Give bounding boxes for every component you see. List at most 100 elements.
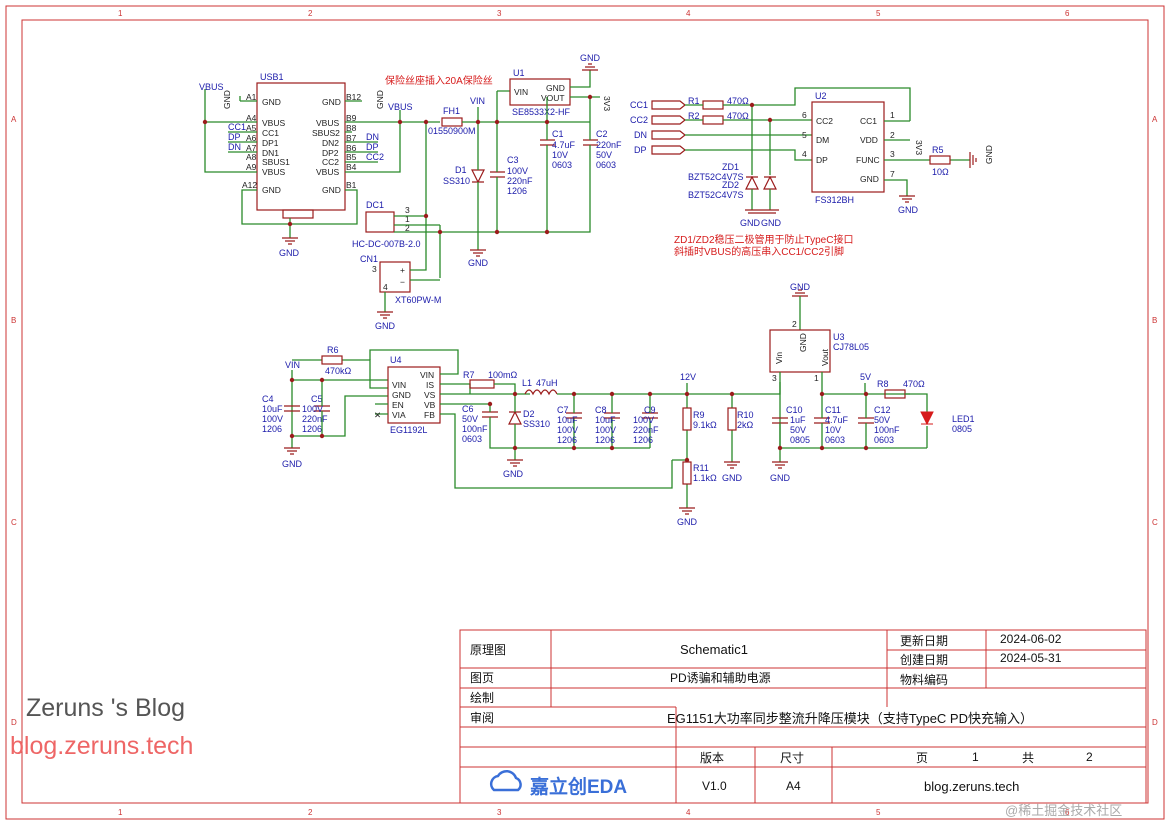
net-label-dn: DN <box>228 142 241 152</box>
svg-text:C11: C11 <box>825 405 841 415</box>
resistor-r2: R2 470Ω <box>688 111 749 125</box>
svg-text:1: 1 <box>405 214 410 224</box>
net-port-dn <box>651 130 686 140</box>
svg-text:220nF: 220nF <box>633 425 659 435</box>
svg-text:1206: 1206 <box>557 435 577 445</box>
capacitor-c12: C12 50V 100nF 0603 <box>858 405 900 445</box>
svg-text:3: 3 <box>772 373 777 383</box>
svg-text:BZT52C4V7S: BZT52C4V7S <box>688 172 744 182</box>
row-marker: C <box>1152 518 1158 527</box>
svg-text:−: − <box>400 277 405 287</box>
svg-text:10V: 10V <box>825 425 841 435</box>
resistor-r6: R6 470kΩ <box>321 345 352 376</box>
gnd-symbol <box>282 237 298 245</box>
svg-text:GND: GND <box>860 174 879 184</box>
svg-text:1206: 1206 <box>262 424 282 434</box>
svg-text:2: 2 <box>792 319 797 329</box>
wire <box>345 131 378 163</box>
wire <box>291 359 388 448</box>
svg-text:1206: 1206 <box>633 435 653 445</box>
svg-text:3: 3 <box>890 149 895 159</box>
svg-text:47uH: 47uH <box>536 378 558 388</box>
svg-text:6: 6 <box>802 110 807 120</box>
outer-frame <box>5 5 1165 820</box>
svg-text:2024-06-02: 2024-06-02 <box>1000 632 1062 646</box>
svg-text:VB: VB <box>424 400 436 410</box>
net-port-cc1 <box>651 100 686 110</box>
svg-text:物料编码: 物料编码 <box>900 672 948 687</box>
svg-text:DN2: DN2 <box>322 138 339 148</box>
svg-text:100nF: 100nF <box>874 425 900 435</box>
gnd-symbol <box>724 461 740 469</box>
svg-text:ZD2: ZD2 <box>722 180 739 190</box>
wire <box>494 383 530 395</box>
svg-text:100V: 100V <box>557 425 578 435</box>
svg-text:220nF: 220nF <box>507 176 533 186</box>
svg-text:A12: A12 <box>242 180 257 190</box>
svg-text:VBUS: VBUS <box>316 167 339 177</box>
svg-text:10uF: 10uF <box>262 404 283 414</box>
svg-text:CC2: CC2 <box>322 157 339 167</box>
svg-text:FUNC: FUNC <box>856 155 880 165</box>
svg-text:R6: R6 <box>327 345 339 355</box>
wire <box>685 87 911 161</box>
svg-text:CJ78L05: CJ78L05 <box>833 342 869 352</box>
svg-text:0603: 0603 <box>552 160 572 170</box>
wire <box>241 189 358 238</box>
svg-text:9.1kΩ: 9.1kΩ <box>693 420 717 430</box>
svg-text:R9: R9 <box>693 410 705 420</box>
net-port-cc2 <box>651 115 686 125</box>
svg-text:Schematic1: Schematic1 <box>680 642 748 657</box>
svg-text:100V: 100V <box>302 404 323 414</box>
wire <box>672 382 781 508</box>
svg-text:100mΩ: 100mΩ <box>488 370 518 380</box>
svg-text:2: 2 <box>1086 750 1093 764</box>
svg-text:2: 2 <box>405 223 410 233</box>
net-label-3v3: 3V3 <box>914 140 924 155</box>
svg-text:A9: A9 <box>246 162 257 172</box>
fuse-fh1: FH1 01550900M <box>428 106 476 136</box>
col-marker: 1 <box>118 9 123 18</box>
svg-text:CC2: CC2 <box>816 116 833 126</box>
gnd-symbol <box>679 507 695 515</box>
project-title: EG1151大功率同步整流升降压模块（支持TypeC PD快充输入） <box>667 711 1033 726</box>
zener-note-line2: 斜插时VBUS的高压串入CC1/CC2引脚 <box>674 245 844 258</box>
svg-text:1206: 1206 <box>507 186 527 196</box>
net-label-vin: VIN <box>285 360 300 370</box>
wire <box>228 131 257 153</box>
svg-text:C10: C10 <box>786 405 803 415</box>
svg-text:DC1: DC1 <box>366 200 384 210</box>
resistor-r7: R7 100mΩ <box>463 370 518 389</box>
svg-text:GND: GND <box>798 333 808 352</box>
svg-text:A6: A6 <box>246 133 257 143</box>
svg-text:4: 4 <box>802 149 807 159</box>
svg-text:U3: U3 <box>833 332 845 342</box>
svg-text:Vout: Vout <box>820 348 830 366</box>
svg-text:FH1: FH1 <box>443 106 460 116</box>
svg-text:4: 4 <box>383 282 388 292</box>
svg-text:4.7uF: 4.7uF <box>552 140 576 150</box>
resistor-r11: R11 1.1kΩ <box>682 461 717 485</box>
svg-text:GND: GND <box>322 97 341 107</box>
svg-text:D2: D2 <box>523 409 535 419</box>
col-marker: 3 <box>497 808 502 817</box>
svg-text:220nF: 220nF <box>596 140 622 150</box>
resistor-r10: R10 2kΩ <box>727 407 754 431</box>
col-marker: 4 <box>686 9 691 18</box>
svg-text:A4: A4 <box>786 779 801 793</box>
capacitor-c5: C5 100V 220nF 1206 <box>302 394 330 434</box>
svg-text:1: 1 <box>890 110 895 120</box>
svg-text:DN1: DN1 <box>262 148 279 158</box>
svg-text:1uF: 1uF <box>790 415 806 425</box>
svg-text:7: 7 <box>890 169 895 179</box>
gnd-label: GND <box>770 473 791 483</box>
svg-text:GND: GND <box>546 83 565 93</box>
svg-text:1: 1 <box>814 373 819 383</box>
svg-text:R5: R5 <box>932 145 944 155</box>
svg-text:GND: GND <box>392 390 411 400</box>
svg-text:VBUS: VBUS <box>262 118 285 128</box>
svg-text:CN1: CN1 <box>360 254 378 264</box>
svg-text:1206: 1206 <box>595 435 615 445</box>
gnd-label: GND <box>375 321 396 331</box>
